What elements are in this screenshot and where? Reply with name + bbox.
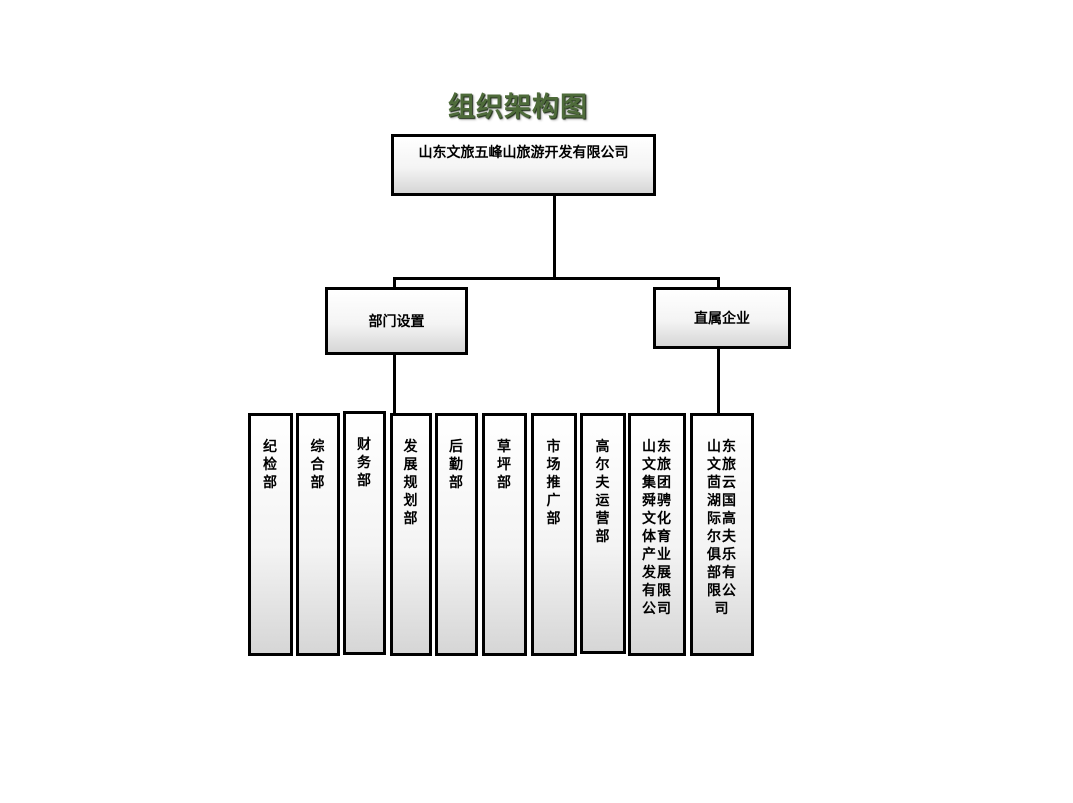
connector-horizontal (393, 277, 720, 280)
connector-root-down (553, 196, 556, 279)
dept-label: 市场推广部 (546, 439, 562, 527)
subsidiary-label: 山东文旅茴云湖国际高尔夫俱乐部有限公司 (707, 439, 737, 617)
connector-right-down (717, 277, 720, 288)
dept-node: 山东文旅集团舜骋文化体育产业发展有限公司 (628, 413, 686, 656)
dept-label: 纪检部 (263, 439, 278, 491)
dept-node: 纪检部 (248, 413, 293, 656)
subsidiary-node: 山东文旅茴云湖国际高尔夫俱乐部有限公司 (690, 413, 754, 656)
connector-branch2-down (717, 349, 720, 414)
branch-subsidiaries: 直属企业 (653, 287, 791, 349)
dept-node: 市场推广部 (531, 413, 577, 656)
branch-departments: 部门设置 (325, 287, 468, 355)
dept-label: 高尔夫运营部 (595, 439, 611, 545)
diagram-title: 组织架构图 (448, 92, 588, 123)
dept-label: 财务部 (357, 437, 372, 489)
connector-left-down (393, 277, 396, 288)
dept-label: 发展规划部 (403, 439, 419, 527)
dept-node: 高尔夫运营部 (580, 413, 626, 654)
dept-label: 草坪部 (497, 439, 512, 491)
connector-branch1-down (393, 355, 396, 414)
dept-label: 后勤部 (449, 439, 464, 491)
org-root-node: 山东文旅五峰山旅游开发有限公司 (391, 134, 656, 196)
dept-node: 财务部 (343, 411, 386, 655)
dept-label: 综合部 (310, 439, 326, 491)
dept-node: 发展规划部 (390, 413, 432, 656)
dept-node: 草坪部 (482, 413, 527, 656)
dept-node: 综合部 (296, 413, 340, 656)
dept-node: 后勤部 (435, 413, 478, 656)
branch-label: 部门设置 (368, 314, 425, 330)
dept-label: 山东文旅集团舜骋文化体育产业发展有限公司 (642, 439, 672, 617)
branch-label: 直属企业 (694, 311, 750, 327)
